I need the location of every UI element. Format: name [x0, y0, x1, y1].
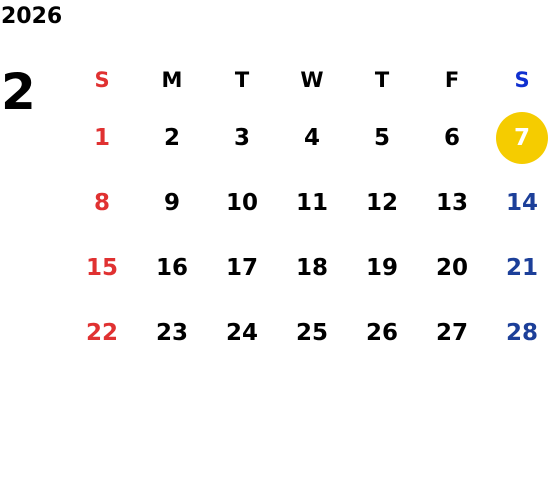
weekday-header-sun: S [94, 68, 110, 92]
day-number: 6 [443, 124, 460, 151]
day-number: 16 [155, 254, 188, 281]
today-highlight: 7 [496, 111, 548, 164]
day-cell[interactable]: 10 [207, 170, 277, 235]
day-cell[interactable]: 6 [417, 105, 487, 170]
day-number: 24 [225, 319, 258, 346]
day-number: 15 [85, 254, 118, 281]
day-cell[interactable]: 5 [347, 105, 417, 170]
weekday-header-sat: S [514, 68, 530, 92]
day-cell-today[interactable]: 7 [487, 105, 548, 170]
weekday-header-mon: M [161, 68, 183, 92]
day-number: 14 [505, 189, 538, 216]
day-cell[interactable]: 16 [137, 235, 207, 300]
weekday-header-wed: W [300, 68, 324, 92]
day-number: 28 [505, 319, 538, 346]
day-number: 22 [85, 319, 118, 346]
day-number: 9 [163, 189, 180, 216]
day-number: 12 [365, 189, 398, 216]
day-number: 10 [225, 189, 258, 216]
day-number: 21 [505, 254, 538, 281]
weekday-header-fri: F [444, 68, 460, 92]
day-cell[interactable]: 26 [347, 300, 417, 365]
day-number: 18 [295, 254, 328, 281]
day-number: 26 [365, 319, 398, 346]
calendar-grid: S M T W T F S 1 2 3 4 5 6 7 8 9 10 11 12… [67, 55, 548, 365]
day-cell[interactable]: 3 [207, 105, 277, 170]
day-cell[interactable]: 20 [417, 235, 487, 300]
day-number: 3 [233, 124, 250, 151]
day-cell[interactable]: 18 [277, 235, 347, 300]
day-number: 25 [295, 319, 328, 346]
day-number: 17 [225, 254, 258, 281]
day-number: 4 [303, 124, 320, 151]
day-number: 5 [373, 124, 390, 151]
day-number: 13 [435, 189, 468, 216]
day-cell[interactable]: 1 [67, 105, 137, 170]
day-number: 2 [163, 124, 180, 151]
day-number: 11 [295, 189, 328, 216]
year-label: 2026 [1, 4, 63, 29]
weekday-header-thu: T [374, 68, 390, 92]
day-cell[interactable]: 19 [347, 235, 417, 300]
day-cell[interactable]: 27 [417, 300, 487, 365]
day-number: 27 [435, 319, 468, 346]
day-cell[interactable]: 22 [67, 300, 137, 365]
day-cell[interactable]: 13 [417, 170, 487, 235]
day-cell[interactable]: 23 [137, 300, 207, 365]
day-number: 8 [93, 189, 110, 216]
day-cell[interactable]: 28 [487, 300, 548, 365]
day-cell[interactable]: 24 [207, 300, 277, 365]
day-cell[interactable]: 8 [67, 170, 137, 235]
day-number: 20 [435, 254, 468, 281]
day-number: 23 [155, 319, 188, 346]
day-cell[interactable]: 4 [277, 105, 347, 170]
day-cell[interactable]: 25 [277, 300, 347, 365]
day-cell[interactable]: 17 [207, 235, 277, 300]
weekday-header-tue: T [234, 68, 250, 92]
day-cell[interactable]: 9 [137, 170, 207, 235]
day-cell[interactable]: 11 [277, 170, 347, 235]
month-label: 2 [1, 63, 36, 121]
day-cell[interactable]: 2 [137, 105, 207, 170]
day-cell[interactable]: 12 [347, 170, 417, 235]
day-number: 19 [365, 254, 398, 281]
day-cell[interactable]: 14 [487, 170, 548, 235]
day-cell[interactable]: 21 [487, 235, 548, 300]
day-number: 1 [93, 124, 110, 151]
day-cell[interactable]: 15 [67, 235, 137, 300]
